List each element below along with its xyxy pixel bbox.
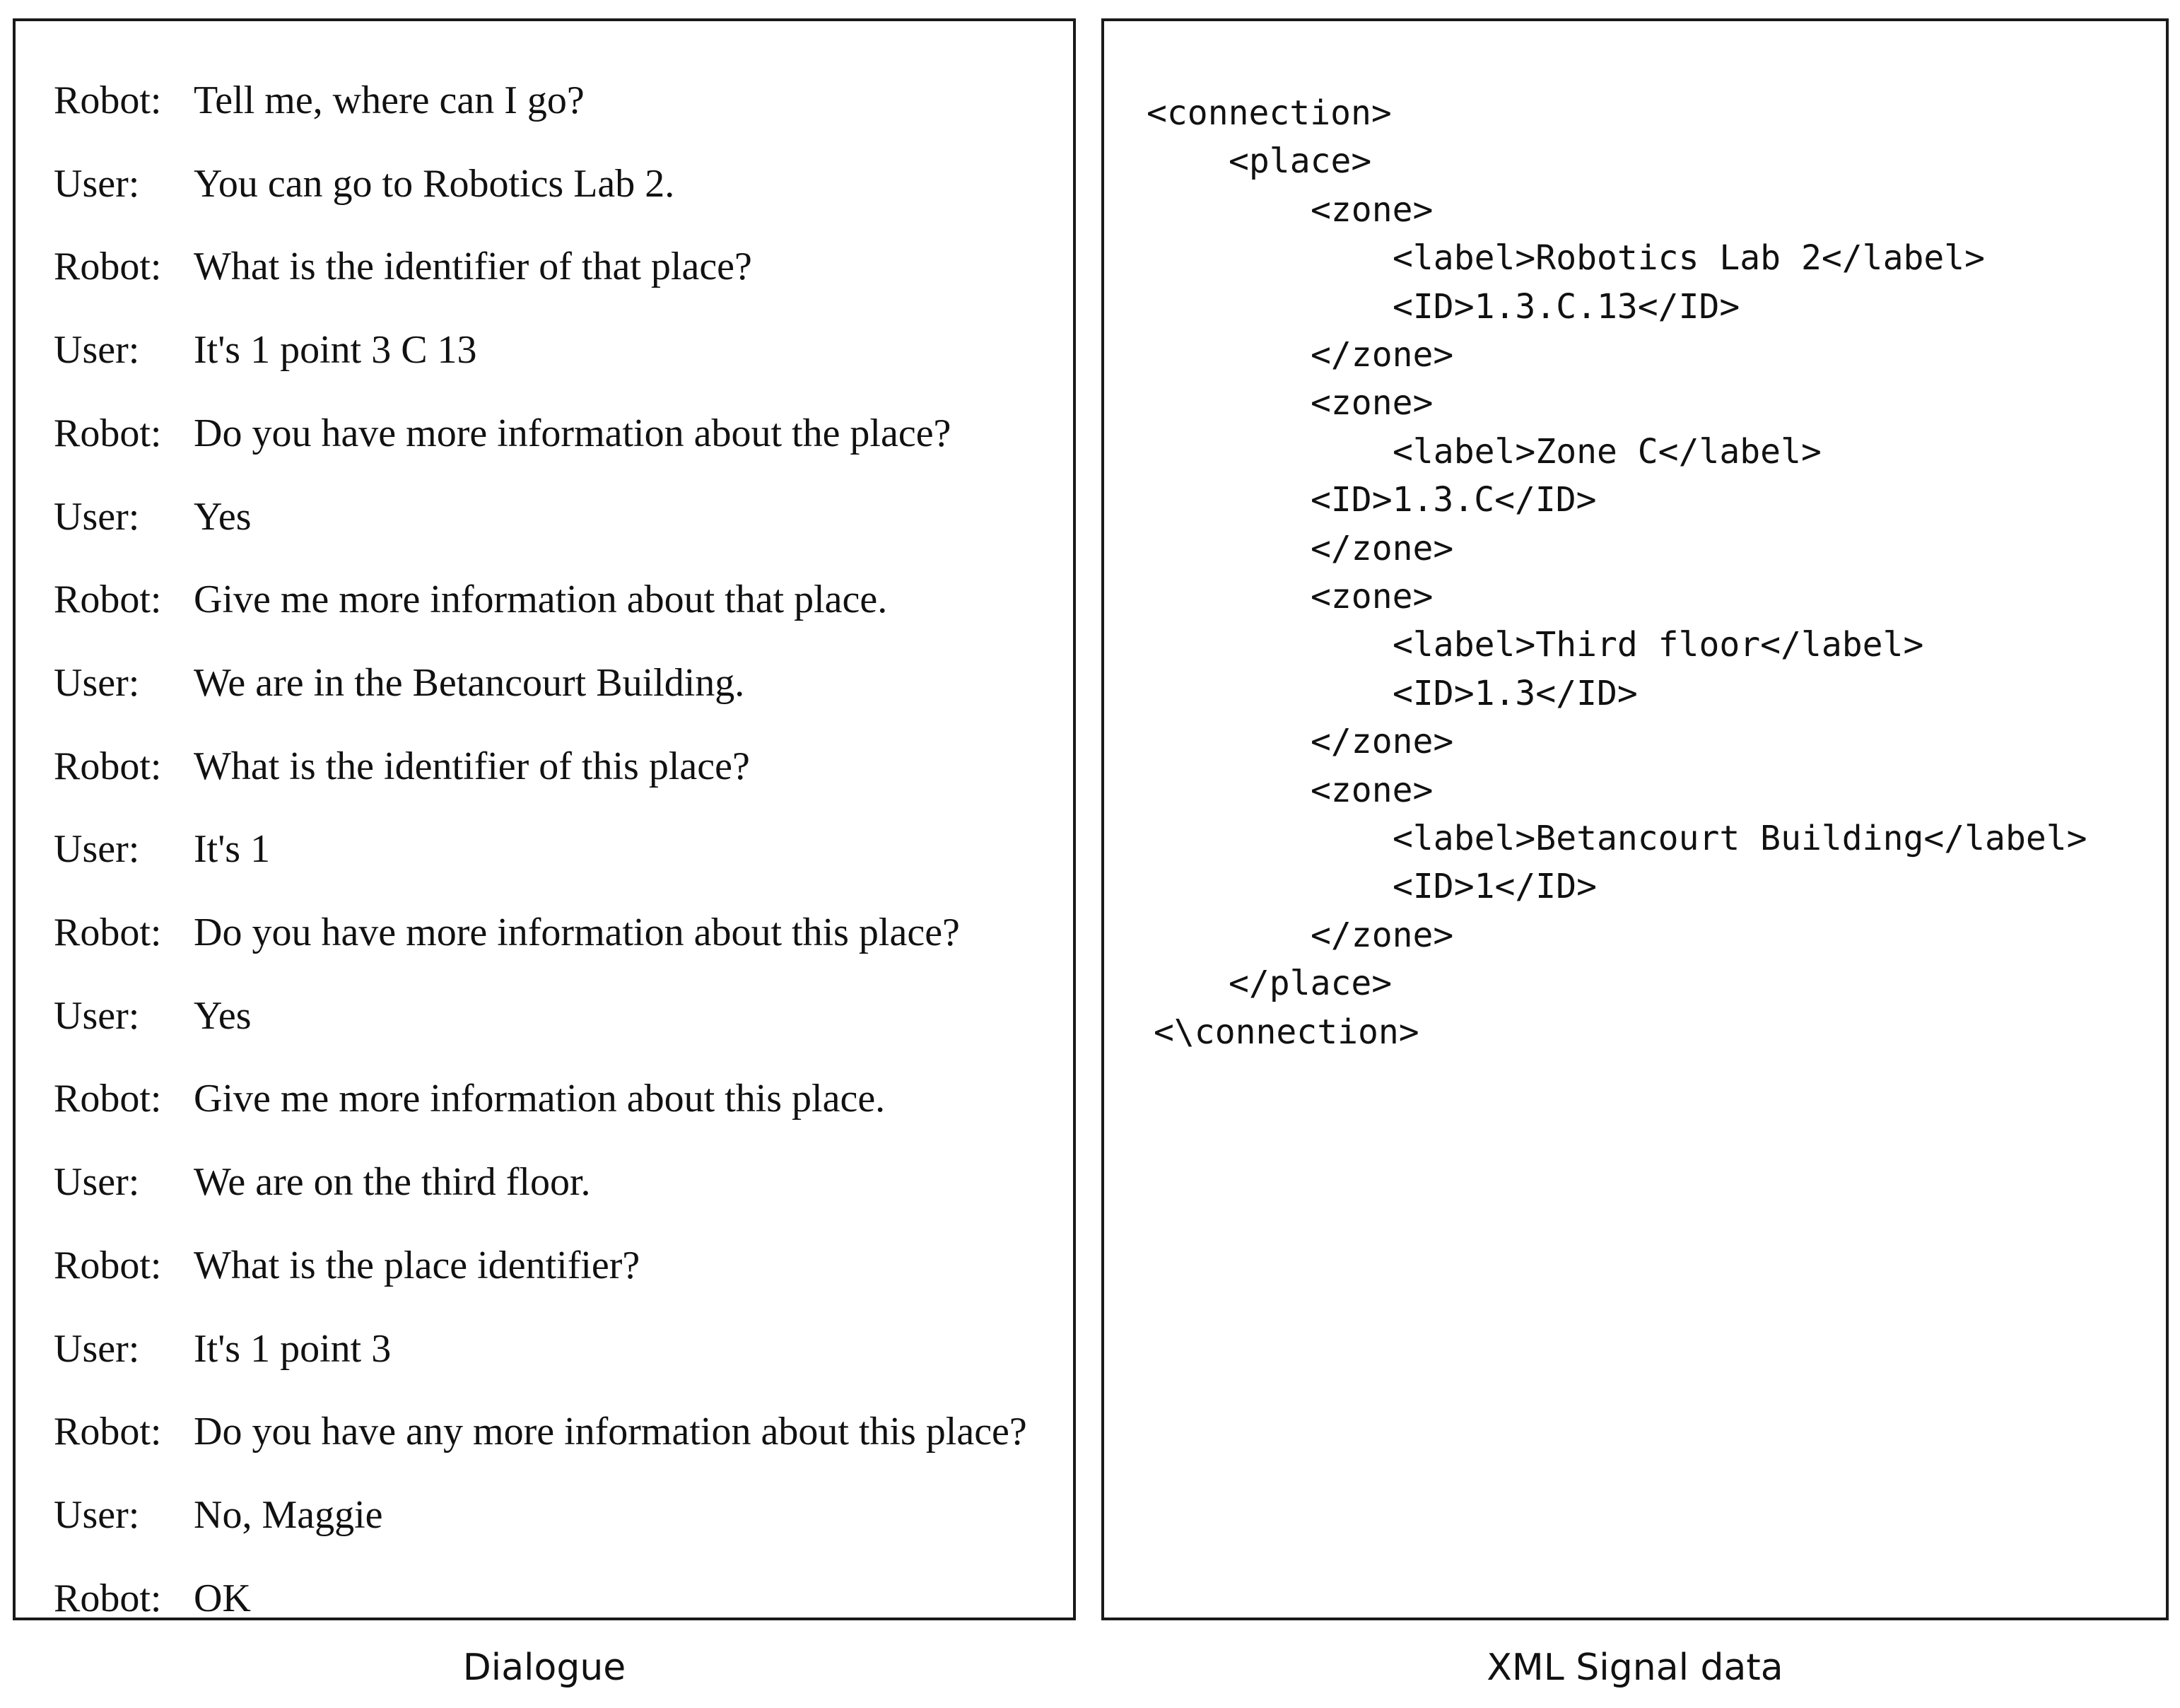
- dialogue-line: Robot: What is the identifier of this pla…: [54, 725, 750, 807]
- dialogue-speaker: User:: [54, 162, 140, 206]
- xml-line: <label>Third floor</label>: [1393, 625, 1924, 665]
- dialogue-speaker: User:: [54, 827, 140, 871]
- dialogue-line: User: We are on the third floor.: [54, 1141, 591, 1223]
- dialogue-line: Robot: Do you have any more information a…: [54, 1391, 1027, 1473]
- dialogue-speaker: Robot:: [54, 1410, 162, 1453]
- xml-line: <zone>: [1311, 771, 1434, 810]
- xml-line: </zone>: [1311, 529, 1454, 568]
- dialogue-utterance: Do you have more information about this …: [194, 911, 960, 954]
- dialogue-line: Robot: Do you have more information about…: [54, 891, 960, 973]
- dialogue-line: Robot: Tell me, where can I go?: [54, 59, 585, 141]
- dialogue-line: Robot: What is the place identifier?: [54, 1224, 640, 1306]
- dialogue-speaker: Robot:: [54, 578, 162, 621]
- dialogue-speaker: User:: [54, 661, 140, 705]
- dialogue-line: User: Yes: [54, 476, 251, 558]
- dialogue-utterance: Do you have any more information about t…: [194, 1410, 1027, 1453]
- xml-line: </zone>: [1311, 722, 1454, 761]
- xml-line: <ID>1</ID>: [1393, 867, 1597, 906]
- dialogue-utterance: Yes: [194, 994, 252, 1038]
- xml-line: <label>Zone C</label>: [1393, 432, 1822, 472]
- dialogue-utterance: It's 1: [194, 827, 271, 871]
- dialogue-utterance: No, Maggie: [194, 1493, 383, 1537]
- dialogue-line: User: You can go to Robotics Lab 2.: [54, 143, 674, 225]
- dialogue-speaker: Robot:: [54, 911, 162, 954]
- dialogue-speaker: Robot:: [54, 245, 162, 288]
- dialogue-caption: Dialogue: [462, 1646, 626, 1689]
- xml-line: <ID>1.3.C</ID>: [1311, 480, 1597, 520]
- dialogue-speaker: Robot:: [54, 1244, 162, 1287]
- dialogue-line: User: We are in the Betancourt Building.: [54, 642, 744, 724]
- xml-line: <ID>1.3</ID>: [1393, 674, 1638, 713]
- xml-line: </place>: [1229, 964, 1393, 1003]
- dialogue-utterance: It's 1 point 3 C 13: [194, 328, 477, 372]
- dialogue-utterance: What is the identifier of that place?: [194, 245, 752, 288]
- dialogue-line: Robot: OK: [54, 1557, 251, 1639]
- xml-line: <place>: [1229, 141, 1372, 181]
- dialogue-line: User: No, Maggie: [54, 1474, 383, 1556]
- dialogue-line: User: It's 1 point 3 C 13: [54, 309, 477, 391]
- xml-line: <zone>: [1311, 190, 1434, 230]
- dialogue-line: Robot: What is the identifier of that pla…: [54, 226, 752, 308]
- dialogue-line: User: Yes: [54, 975, 251, 1057]
- dialogue-speaker: User:: [54, 495, 140, 539]
- xml-line: <ID>1.3.C.13</ID>: [1393, 287, 1740, 327]
- dialogue-utterance: Give me more information about this plac…: [194, 1077, 886, 1121]
- dialogue-utterance: We are on the third floor.: [194, 1160, 591, 1204]
- dialogue-line: User: It's 1 point 3: [54, 1308, 391, 1390]
- xml-line: <zone>: [1311, 383, 1434, 423]
- dialogue-utterance: You can go to Robotics Lab 2.: [194, 162, 675, 206]
- xml-line: <zone>: [1311, 577, 1434, 616]
- dialogue-utterance: Tell me, where can I go?: [194, 78, 585, 122]
- xml-line: <connection>: [1147, 93, 1392, 133]
- dialogue-utterance: What is the place identifier?: [194, 1244, 640, 1287]
- xml-line: <label>Robotics Lab 2</label>: [1393, 238, 1986, 278]
- dialogue-line: Robot: Do you have more information about…: [54, 392, 951, 474]
- xml-line: </zone>: [1311, 916, 1454, 955]
- xml-line: <label>Betancourt Building</label>: [1393, 819, 2087, 858]
- xml-line: </zone>: [1311, 335, 1454, 375]
- dialogue-speaker: User:: [54, 328, 140, 372]
- dialogue-speaker: User:: [54, 1327, 140, 1371]
- dialogue-speaker: Robot:: [54, 78, 162, 122]
- dialogue-line: Robot: Give me more information about tha…: [54, 558, 887, 640]
- dialogue-speaker: Robot:: [54, 1577, 162, 1620]
- dialogue-utterance: What is the identifier of this place?: [194, 744, 750, 788]
- dialogue-utterance: Yes: [194, 495, 252, 539]
- xml-line: <\connection>: [1154, 1012, 1419, 1052]
- dialogue-line: Robot: Give me more information about thi…: [54, 1058, 885, 1140]
- dialogue-speaker: Robot:: [54, 411, 162, 455]
- dialogue-speaker: Robot:: [54, 744, 162, 788]
- dialogue-utterance: Give me more information about that plac…: [194, 578, 888, 621]
- dialogue-utterance: It's 1 point 3: [194, 1327, 392, 1371]
- xml-signal-panel: <connection> <place> <zone> <label>Robotics…: [1101, 18, 2169, 1620]
- dialogue-speaker: Robot:: [54, 1077, 162, 1121]
- dialogue-utterance: Do you have more information about the p…: [194, 411, 951, 455]
- dialogue-utterance: We are in the Betancourt Building.: [194, 661, 745, 705]
- dialogue-speaker: User:: [54, 994, 140, 1038]
- dialogue-utterance: OK: [194, 1577, 251, 1620]
- xml-signal-caption: XML Signal data: [1487, 1646, 1783, 1689]
- dialogue-speaker: User:: [54, 1160, 140, 1204]
- dialogue-panel: Robot: Tell me, where can I go? User: You c…: [13, 18, 1076, 1620]
- dialogue-line: User: It's 1: [54, 808, 270, 890]
- dialogue-speaker: User:: [54, 1493, 140, 1537]
